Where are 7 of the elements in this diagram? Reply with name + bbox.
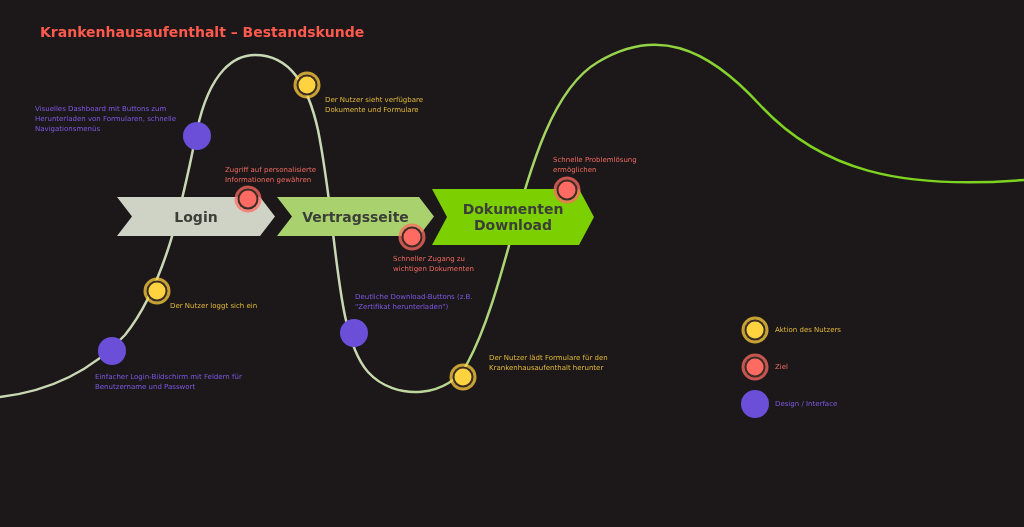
stage-label: Vertragsseite [302, 208, 409, 225]
stage-label: Login [174, 208, 218, 225]
stage-banner [432, 189, 594, 245]
stage-banner [277, 197, 434, 236]
stage-banner [117, 197, 275, 236]
stage-label: Dokumenten Download [461, 201, 565, 233]
title: Krankenhausaufenthalt – Bestandskunde [40, 24, 365, 40]
